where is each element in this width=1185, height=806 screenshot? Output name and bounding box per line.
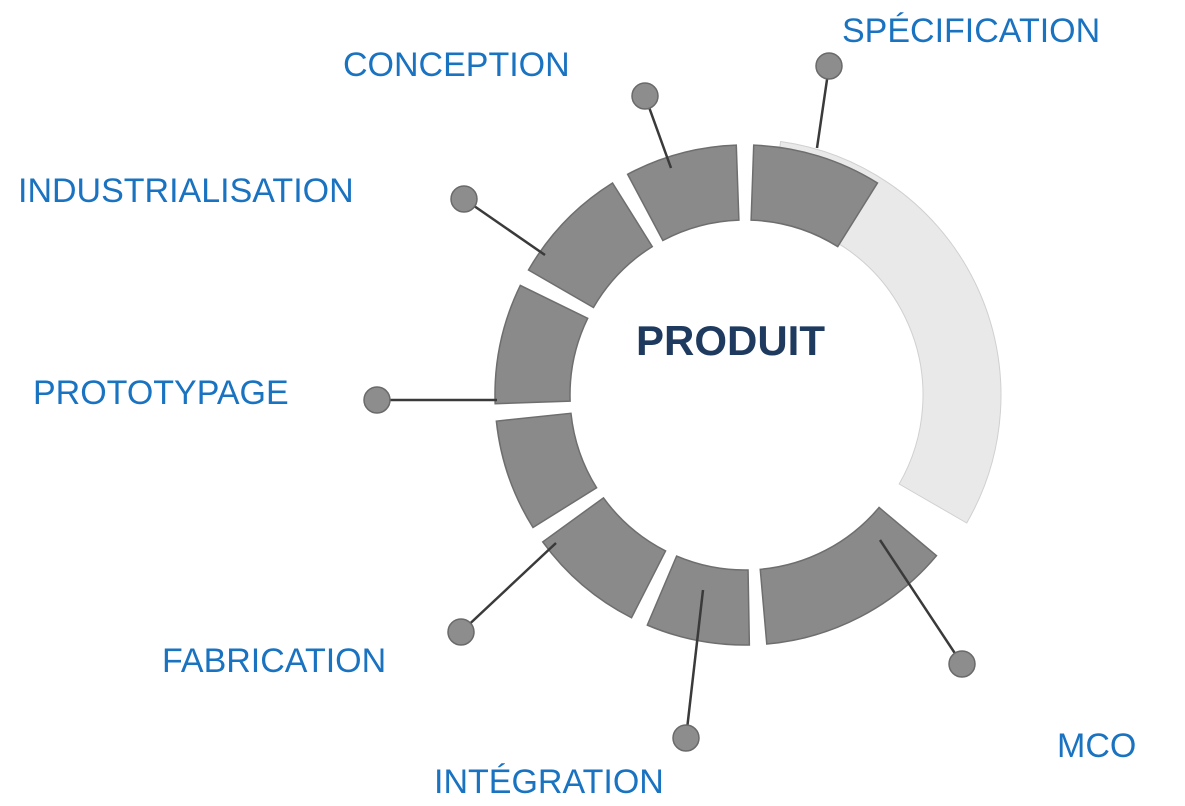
pin-industrialisation (450, 185, 478, 213)
connector-mco (878, 539, 964, 665)
ring-segment-1 (750, 144, 879, 248)
phase-label-fabrication: FABRICATION (162, 642, 387, 680)
connector-specification (815, 65, 831, 149)
pin-fabrication (447, 618, 475, 646)
ring-segment-8 (759, 506, 938, 645)
pin-specification (815, 52, 843, 80)
ring-segment-2 (626, 144, 740, 242)
phase-label-specification: SPÉCIFICATION (842, 12, 1101, 50)
ring-segment-7 (646, 555, 751, 646)
phase-label-mco: MCO (1057, 727, 1137, 765)
ring-segment-3 (527, 181, 654, 309)
phase-label-industrialisation: INDUSTRIALISATION (18, 172, 354, 210)
center-label: PRODUIT (636, 317, 825, 364)
connector-fabrication (460, 542, 557, 633)
phase-label-integration: INTÉGRATION (434, 763, 664, 801)
pin-prototypage (363, 386, 391, 414)
pin-mco (948, 650, 976, 678)
ring-segment-6 (541, 496, 667, 619)
connector-integration (684, 589, 705, 739)
pin-conception (631, 82, 659, 110)
phase-label-prototypage: PROTOTYPAGE (33, 374, 289, 412)
pin-integration (672, 724, 700, 752)
ring-segment-5 (495, 412, 598, 529)
connector-industrialisation (463, 197, 546, 257)
phase-label-conception: CONCEPTION (343, 46, 570, 84)
ring-segment-4 (494, 284, 589, 405)
